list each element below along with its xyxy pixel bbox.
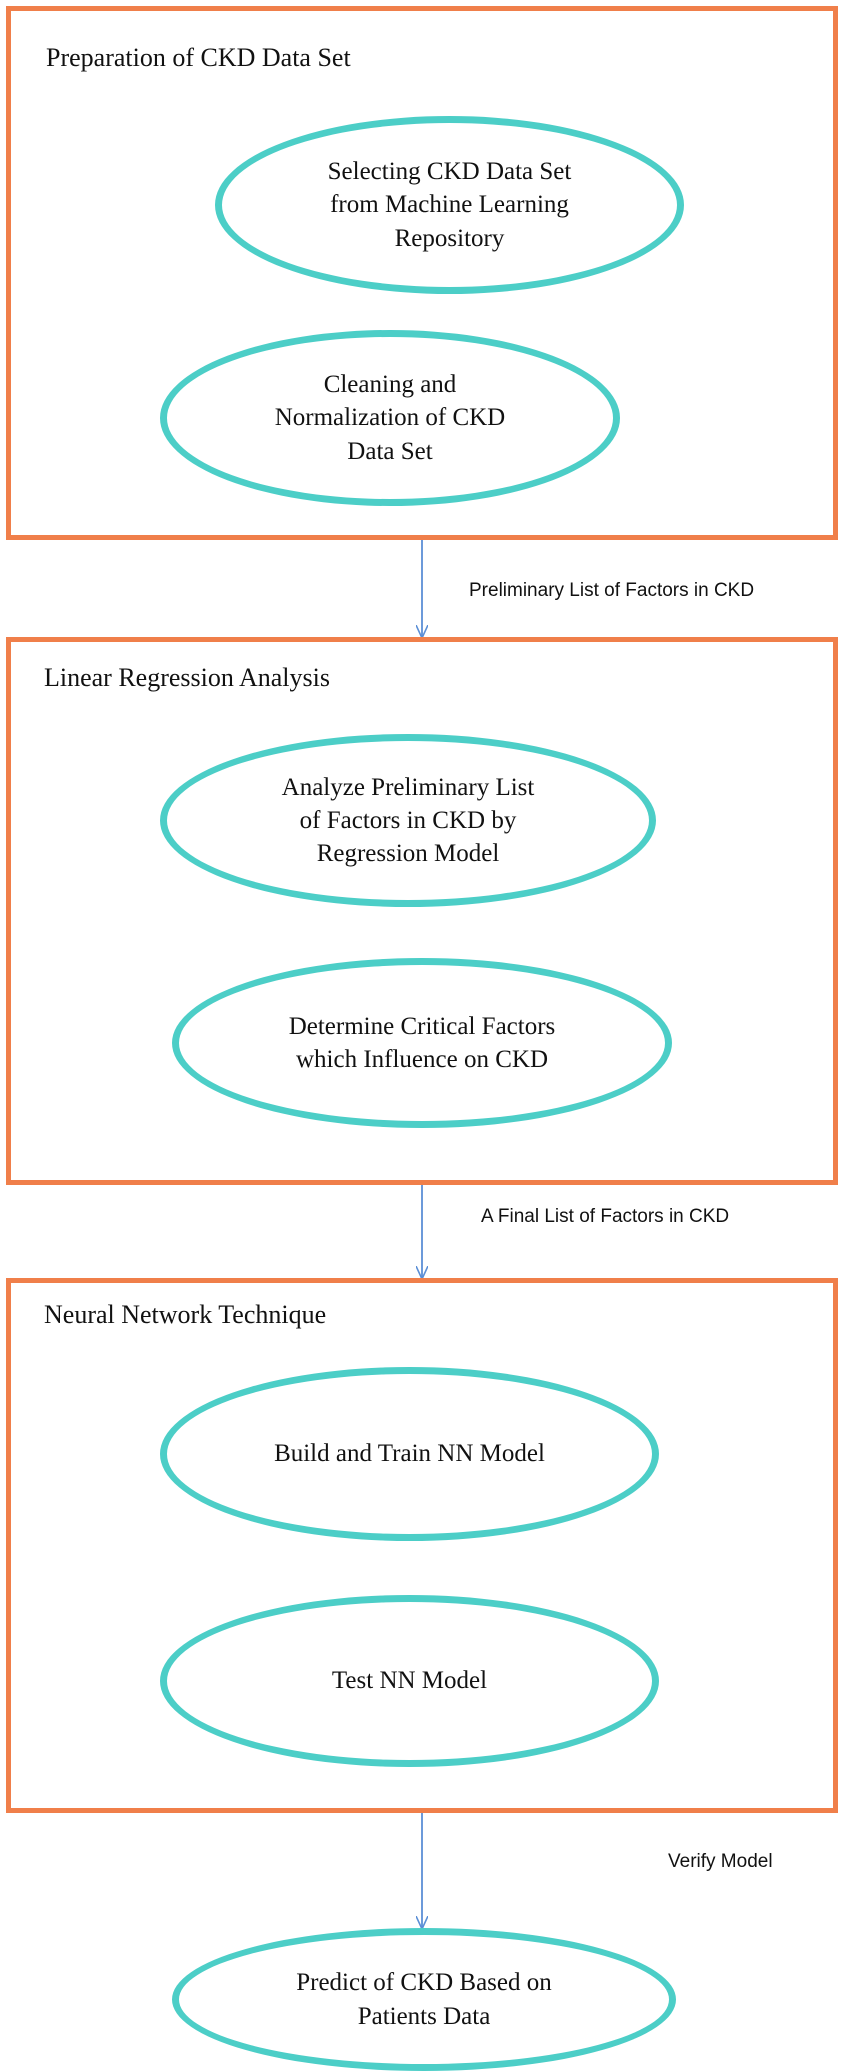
node-analyze-factors-label: Analyze Preliminary List of Factors in C… <box>281 773 535 868</box>
node-test-model: Test NN Model <box>160 1595 659 1767</box>
transition-label-preliminary: Preliminary List of Factors in CKD <box>469 580 755 601</box>
node-determine-critical-label: Determine Critical Factors which Influen… <box>288 1012 556 1073</box>
node-predict-ckd-label: Predict of CKD Based on Patients Data <box>296 1969 552 2030</box>
node-analyze-factors: Analyze Preliminary List of Factors in C… <box>160 734 656 907</box>
node-clean-normalize: Cleaning and Normalization of CKD Data S… <box>160 330 620 506</box>
node-select-dataset: Selecting CKD Data Set from Machine Lear… <box>215 116 684 294</box>
node-test-model-label: Test NN Model <box>331 1667 488 1695</box>
node-predict-ckd: Predict of CKD Based on Patients Data <box>172 1928 676 2071</box>
transition-label-final: A Final List of Factors in CKD <box>481 1206 730 1227</box>
node-clean-normalize-label: Cleaning and Normalization of CKD Data S… <box>274 371 506 465</box>
stage-title-neural-network: Neural Network Technique <box>44 1300 327 1329</box>
node-build-train: Build and Train NN Model <box>160 1367 659 1541</box>
transition-label-verify: Verify Model <box>668 1851 773 1872</box>
stage-title-linear-regression: Linear Regression Analysis <box>44 663 330 692</box>
stage-title-data-preparation: Preparation of CKD Data Set <box>46 43 351 72</box>
node-determine-critical: Determine Critical Factors which Influen… <box>172 958 672 1128</box>
node-select-dataset-label: Selecting CKD Data Set from Machine Lear… <box>327 158 572 252</box>
node-build-train-label: Build and Train NN Model <box>274 1440 545 1468</box>
